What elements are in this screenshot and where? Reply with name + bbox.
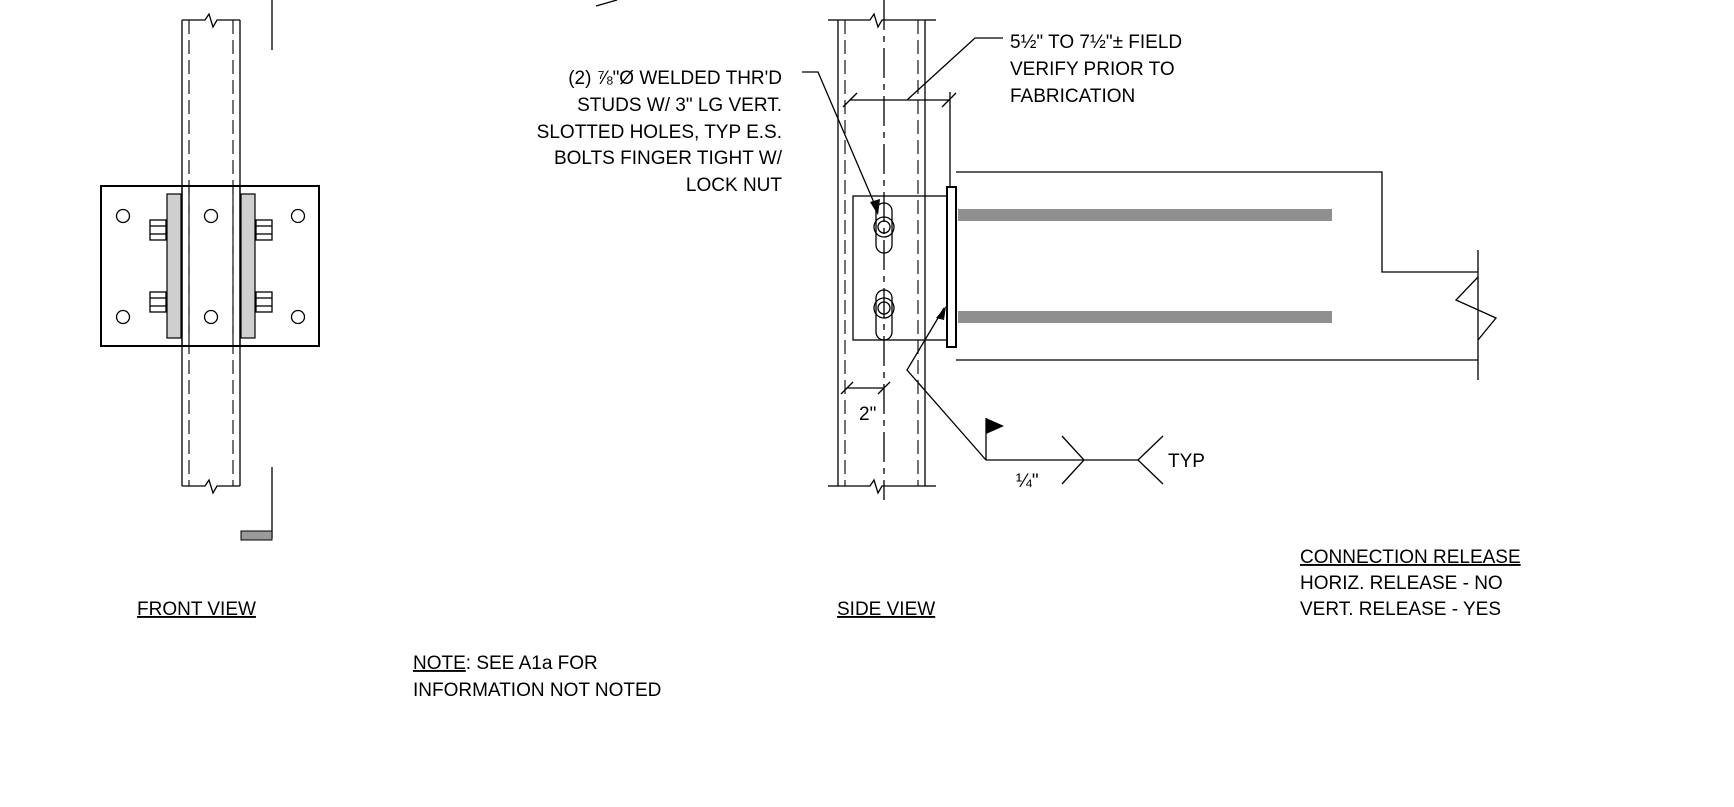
stud-note-line-4: BOLTS FINGER TIGHT W/ — [554, 148, 783, 169]
spacing-dimension-label: 2" — [859, 404, 876, 425]
note-text-line-1: : SEE A1a FOR — [466, 653, 598, 674]
field-verify-note: 5½" TO 7½"± FIELD VERIFY PRIOR TO FABRIC… — [1010, 32, 1182, 107]
front-view-drawing — [100, 0, 320, 541]
stud-note-line-3: SLOTTED HOLES, TYP E.S. — [537, 122, 782, 143]
connection-release-block: CONNECTION RELEASE HORIZ. RELEASE - NO V… — [1300, 547, 1521, 620]
stud-note: (2) ⅞"Ø WELDED THR'D STUDS W/ 3" LG VERT… — [537, 68, 783, 196]
connection-release-title: CONNECTION RELEASE — [1300, 547, 1521, 568]
side-view-drawing — [802, 0, 1498, 500]
svg-text:NOTE: SEE A1a FOR: NOTE: SEE A1a FOR — [413, 653, 598, 674]
field-verify-line-3: FABRICATION — [1010, 86, 1135, 107]
leader-fragment — [595, 0, 618, 7]
general-note: NOTE: SEE A1a FOR INFORMATION NOT NOTED — [413, 653, 661, 701]
weld-size-label: ¼" — [1016, 471, 1039, 492]
vert-release-line: VERT. RELEASE - YES — [1300, 599, 1501, 620]
horiz-release-line: HORIZ. RELEASE - NO — [1300, 573, 1503, 594]
weld-typ-label: TYP — [1168, 451, 1205, 472]
field-verify-line-1: 5½" TO 7½"± FIELD — [1010, 32, 1182, 53]
side-view-title: SIDE VIEW — [837, 599, 935, 620]
stud-note-line-1: (2) ⅞"Ø WELDED THR'D — [568, 68, 782, 89]
stud-note-line-5: LOCK NUT — [686, 175, 782, 196]
field-verify-line-2: VERIFY PRIOR TO — [1010, 59, 1175, 80]
front-view-title: FRONT VIEW — [137, 599, 256, 620]
note-text-line-2: INFORMATION NOT NOTED — [413, 680, 661, 701]
note-label: NOTE — [413, 653, 466, 674]
stud-note-line-2: STUDS W/ 3" LG VERT. — [577, 95, 782, 116]
